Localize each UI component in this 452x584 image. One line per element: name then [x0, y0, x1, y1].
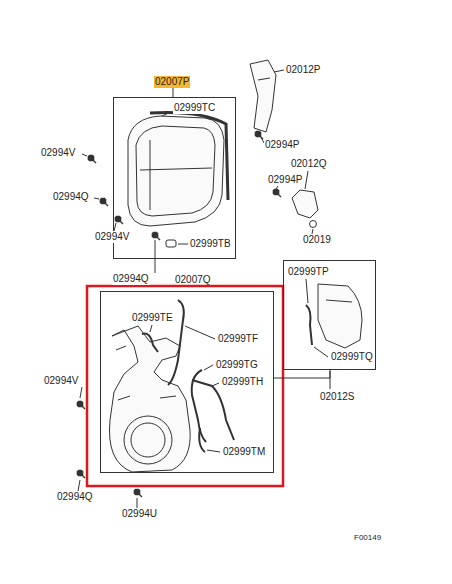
connector-line [274, 370, 330, 378]
callout-number: 02994Q [52, 191, 90, 203]
callout-number: 02994P [264, 139, 300, 151]
callout-number: 02994V [94, 231, 130, 243]
callout-number: 02999TG [215, 359, 259, 371]
callout-number: 02994P [267, 174, 303, 186]
callout-number: 02994Q [112, 273, 150, 285]
callout-number: 02999TE [131, 312, 174, 324]
figure-code: F00149 [353, 533, 382, 543]
callout-number: 02012P [285, 64, 321, 76]
callout-number: 02999TP [287, 266, 330, 278]
callout-number: 02019 [302, 234, 332, 246]
group-box: 02007P [113, 97, 236, 259]
callout-number: 02999TH [221, 376, 264, 388]
callout-number: 02994U [121, 508, 158, 520]
callout-number: 02994V [43, 375, 79, 387]
callout-number: 02994Q [56, 491, 94, 503]
callout-number: 02994V [40, 147, 76, 159]
group-number: 02007P [154, 76, 190, 88]
callout-number: 02999TB [189, 238, 232, 250]
callout-number: 02012Q [290, 158, 328, 170]
callout-number: 02999TQ [330, 351, 374, 363]
callout-number: 02999TC [173, 102, 216, 114]
callout-number: 02999TF [217, 333, 259, 345]
group-number: 02007Q [174, 274, 212, 286]
group-number: 02012S [319, 391, 355, 403]
callout-number: 02999TM [222, 446, 266, 458]
